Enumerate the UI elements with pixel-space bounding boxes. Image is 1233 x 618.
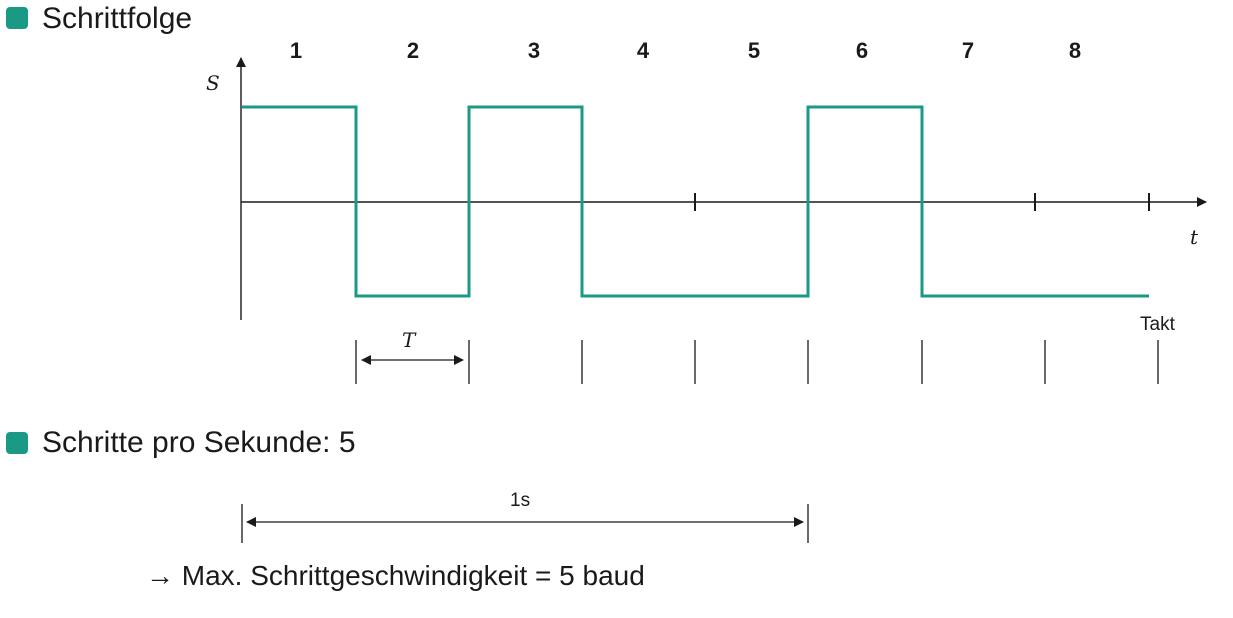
- y-axis-label: S: [206, 71, 220, 95]
- step-number-5: 5: [748, 38, 760, 63]
- step-numbers: 1 2 3 4 5 6 7 8: [290, 38, 1081, 63]
- section-heading-schrittfolge: Schrittfolge: [42, 2, 193, 35]
- step-number-1: 1: [290, 38, 302, 63]
- clock-label: Takt: [1140, 314, 1176, 335]
- section-heading-schritte: Schritte pro Sekunde: 5: [42, 426, 356, 459]
- bullet-icon: [6, 7, 28, 29]
- signal-waveform: [242, 105, 1149, 298]
- conclusion-text: → Max. Schrittgeschwindigkeit = 5 baud: [146, 560, 645, 591]
- duration-label: 1s: [510, 490, 530, 511]
- step-number-6: 6: [856, 38, 868, 63]
- bullet-icon: [6, 432, 28, 454]
- step-number-2: 2: [407, 38, 419, 63]
- step-number-7: 7: [962, 38, 974, 63]
- period-label: T: [402, 328, 417, 352]
- step-number-3: 3: [528, 38, 540, 63]
- step-number-4: 4: [637, 38, 650, 63]
- step-number-8: 8: [1069, 38, 1081, 63]
- x-axis-label: t: [1190, 225, 1199, 249]
- clock-ticks: [355, 340, 1159, 384]
